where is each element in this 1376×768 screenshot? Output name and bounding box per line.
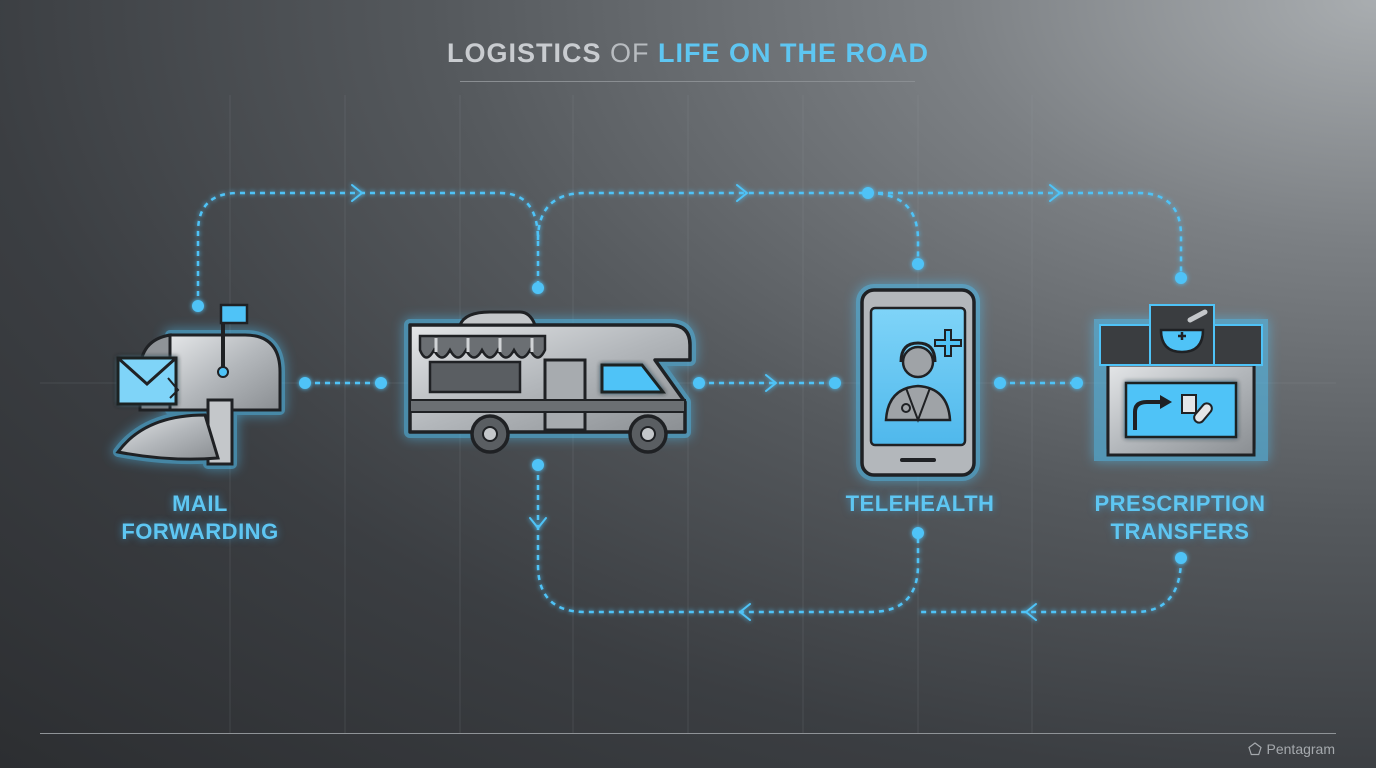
label-rx-line2: TRANSFERS xyxy=(1110,519,1250,544)
connector-mail-to-rv-top xyxy=(196,191,540,306)
page-title: LOGISTICS OF LIFE ON THE ROAD xyxy=(0,38,1376,69)
pharmacy-icon xyxy=(1094,304,1268,461)
arrowhead-2 xyxy=(736,184,748,202)
connector-lines xyxy=(196,191,1183,614)
dot-tele-right xyxy=(994,377,1006,389)
connector-rx-return xyxy=(920,557,1183,614)
title-underline xyxy=(460,81,915,82)
dot-rx-left xyxy=(1071,377,1083,389)
title-part-life-on-the-road: LIFE ON THE ROAD xyxy=(658,38,930,68)
dot-tele-left xyxy=(829,377,841,389)
arrowheads xyxy=(351,184,1061,621)
title-part-of: OF xyxy=(610,38,650,68)
arrowhead-3 xyxy=(1049,184,1061,202)
mailbox-icon xyxy=(113,303,285,469)
dot-mail-top xyxy=(192,300,204,312)
label-mail-line2: FORWARDING xyxy=(121,519,279,544)
label-telehealth: TELEHEALTH xyxy=(800,490,1040,518)
label-telehealth-line1: TELEHEALTH xyxy=(845,491,995,516)
dot-tele-top xyxy=(912,258,924,270)
rv-camper-icon xyxy=(404,310,696,454)
label-mail-forwarding: MAIL FORWARDING xyxy=(80,490,320,546)
connector-dots xyxy=(192,187,1187,564)
connector-return-loop xyxy=(536,465,920,614)
watermark: Pentagram xyxy=(1247,741,1335,757)
watermark-text: Pentagram xyxy=(1266,741,1335,757)
arrowhead-4 xyxy=(765,374,777,392)
dot-rv-left xyxy=(375,377,387,389)
dot-rx-top xyxy=(1175,272,1187,284)
dot-rv-top xyxy=(532,282,544,294)
connector-telehealth-top-branch xyxy=(867,191,920,264)
dot-rx-bottom xyxy=(1175,552,1187,564)
dot-rv-bottom xyxy=(532,459,544,471)
connector-rv-to-telehealth-top xyxy=(536,191,868,241)
dot-mail-right xyxy=(299,377,311,389)
label-mail-line1: MAIL xyxy=(172,491,228,516)
connector-to-rx-top xyxy=(868,191,1183,278)
footer-rule xyxy=(40,733,1336,734)
smartphone-doctor-icon xyxy=(856,284,980,481)
dot-rv-right xyxy=(693,377,705,389)
title-part-logistics: LOGISTICS xyxy=(446,38,602,68)
arrowhead-7 xyxy=(1025,603,1037,621)
label-prescription-transfers: PRESCRIPTION TRANSFERS xyxy=(1060,490,1300,546)
pentagon-icon xyxy=(1247,742,1262,756)
arrowhead-5 xyxy=(529,517,547,529)
arrowhead-6 xyxy=(739,603,751,621)
label-rx-line1: PRESCRIPTION xyxy=(1094,491,1266,516)
arrowhead-1 xyxy=(351,184,363,202)
dot-top-junction xyxy=(862,187,874,199)
dot-tele-bottom xyxy=(912,527,924,539)
